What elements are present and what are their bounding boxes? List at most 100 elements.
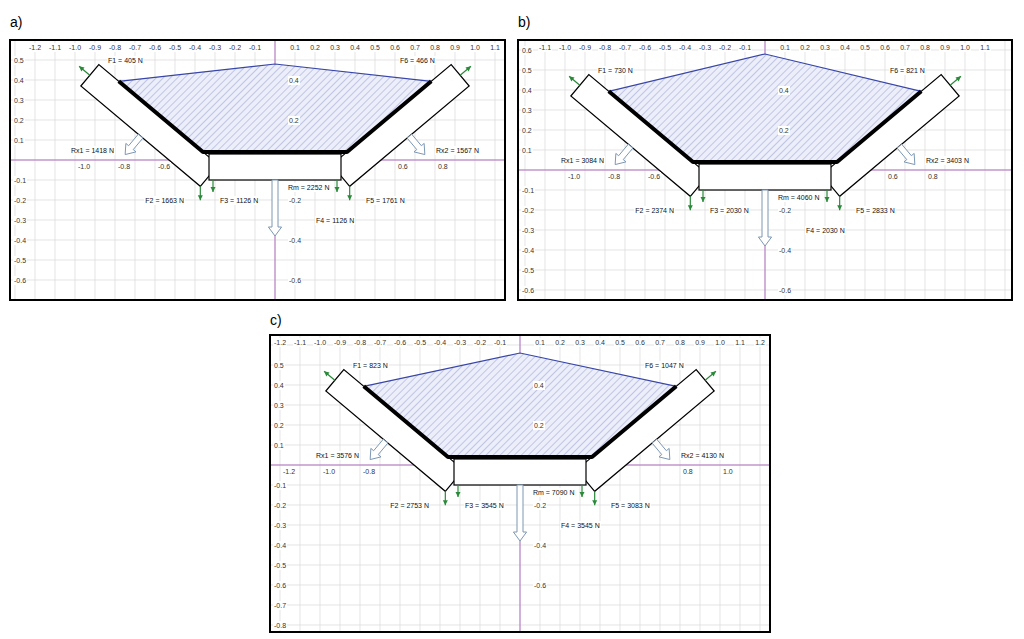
force-label: F2 = 2753 N: [389, 501, 430, 510]
force-label: F6 = 466 N: [399, 56, 436, 65]
bulk-material: [609, 54, 922, 162]
force-arrowhead: [955, 76, 960, 81]
axis-tick-label: 1.1: [979, 43, 991, 52]
axis-tick-label: -0.6: [148, 43, 162, 52]
bulk-material: [119, 64, 432, 152]
axis-value-label: -0.8: [607, 172, 621, 181]
axis-tick-label: 0.6: [521, 46, 533, 55]
force-label: F3 = 3545 N: [464, 501, 505, 510]
force-arrowhead: [198, 195, 203, 200]
axis-tick-label: -0.9: [333, 338, 347, 347]
grid-line: [10, 240, 505, 241]
force-label: Rm = 2252 N: [287, 183, 330, 192]
force-label: F5 = 3083 N: [610, 501, 651, 510]
axis-tick-label: 0.5: [13, 56, 25, 65]
center-roller: [699, 164, 831, 190]
material-surface: [364, 353, 677, 386]
reaction-arrow: [652, 439, 670, 459]
grid-line: [720, 335, 721, 632]
axis-tick-label: -1.0: [68, 43, 82, 52]
axis-tick-label: 0.1: [534, 338, 546, 347]
axis-tick-label: -0.5: [521, 266, 535, 275]
grid-line: [35, 40, 36, 300]
axis-tick-label: -0.8: [598, 43, 612, 52]
axis-tick-label: -0.2: [473, 338, 487, 347]
grid-line: [475, 40, 476, 300]
axis-tick-label: 0.1: [13, 136, 25, 145]
axis-value-label: 1.0: [722, 467, 734, 476]
axis-tick-label: -0.4: [273, 541, 287, 550]
axis-tick-label: 0.6: [634, 338, 646, 347]
axis-tick-label: 0.2: [799, 43, 811, 52]
force-arrowhead: [443, 500, 448, 505]
axis-tick-label: 1.1: [734, 338, 746, 347]
axis-tick-label: 0.7: [654, 338, 666, 347]
axis-tick-label: 0.4: [521, 86, 533, 95]
axis-value-label: 0.2: [533, 421, 545, 430]
axis-tick-label: -0.6: [638, 43, 652, 52]
axis-tick-label: -0.8: [353, 338, 367, 347]
axis-tick-label: -0.8: [108, 43, 122, 52]
axis-value-label: -0.4: [288, 236, 302, 245]
axis-tick-label: -0.3: [273, 521, 287, 530]
axis-tick-label: -0.6: [273, 581, 287, 590]
force-arrow: [79, 66, 90, 75]
axis-tick-label: -0.1: [493, 338, 507, 347]
axis-tick-label: -0.2: [521, 206, 535, 215]
axis-tick-label: 0.4: [839, 43, 851, 52]
axis-tick-label: -1.2: [28, 43, 42, 52]
force-arrowhead: [592, 500, 597, 505]
material-surface: [119, 64, 432, 81]
axis-tick-label: -0.6: [393, 338, 407, 347]
axis-tick-label: 0.6: [879, 43, 891, 52]
axis-tick-label: -0.8: [273, 621, 287, 630]
axis-tick-label: -0.2: [13, 196, 27, 205]
force-label: F6 = 1047 N: [644, 361, 685, 370]
reaction-arrow: [370, 439, 388, 459]
axis-tick-label: 0.9: [939, 43, 951, 52]
axis-value-label: -0.2: [288, 196, 302, 205]
axis-tick-label: -0.2: [273, 501, 287, 510]
axis-tick-label: -1.1: [293, 338, 307, 347]
force-arrowhead: [465, 66, 470, 71]
axis-tick-label: 0.2: [554, 338, 566, 347]
force-label: Rx1 = 3576 N: [315, 451, 360, 460]
axis-tick-label: 0.2: [13, 116, 25, 125]
axis-tick-label: 0.4: [349, 43, 361, 52]
axis-tick-label: -1.0: [558, 43, 572, 52]
axis-tick-label: 0.1: [521, 146, 533, 155]
force-label: F4 = 1126 N: [315, 216, 355, 225]
force-label: F4 = 2030 N: [805, 226, 846, 235]
axis-tick-label: -0.7: [373, 338, 387, 347]
force-arrowhead: [324, 371, 329, 376]
axis-tick-label: 0.7: [409, 43, 421, 52]
axis-tick-label: -1.2: [273, 338, 287, 347]
trough-panel: [10, 40, 505, 300]
force-label: Rx1 = 3084 N: [560, 156, 605, 165]
axis-tick-label: -0.2: [718, 43, 732, 52]
axis-value-label: 0.4: [778, 86, 790, 95]
axis-value-label: -0.8: [117, 162, 131, 171]
panel-frame: [518, 40, 1012, 300]
axis-tick-label: 1.0: [469, 43, 481, 52]
axis-tick-label: 0.5: [614, 338, 626, 347]
reaction-arrow: [615, 144, 633, 164]
grid: [10, 40, 505, 300]
axis-tick-label: 0.8: [674, 338, 686, 347]
axis-tick-label: 0.3: [329, 43, 341, 52]
belt: [364, 386, 677, 457]
force-arrowhead: [825, 197, 830, 202]
axis-tick-label: -0.1: [273, 481, 287, 490]
force-label: Rx2 = 4130 N: [680, 451, 725, 460]
axis-value-label: -1.0: [77, 162, 91, 171]
reaction-arrow: [407, 134, 425, 154]
axis-tick-label: -1.1: [538, 43, 552, 52]
axis-tick-label: -1.0: [313, 338, 327, 347]
axis-value-label: -0.4: [533, 541, 547, 550]
grid-line: [740, 335, 741, 632]
axis-tick-label: 0.4: [273, 381, 285, 390]
axis-value-label: -0.6: [647, 172, 661, 181]
grid-line: [10, 220, 505, 221]
axis-value-label: -0.6: [288, 276, 302, 285]
